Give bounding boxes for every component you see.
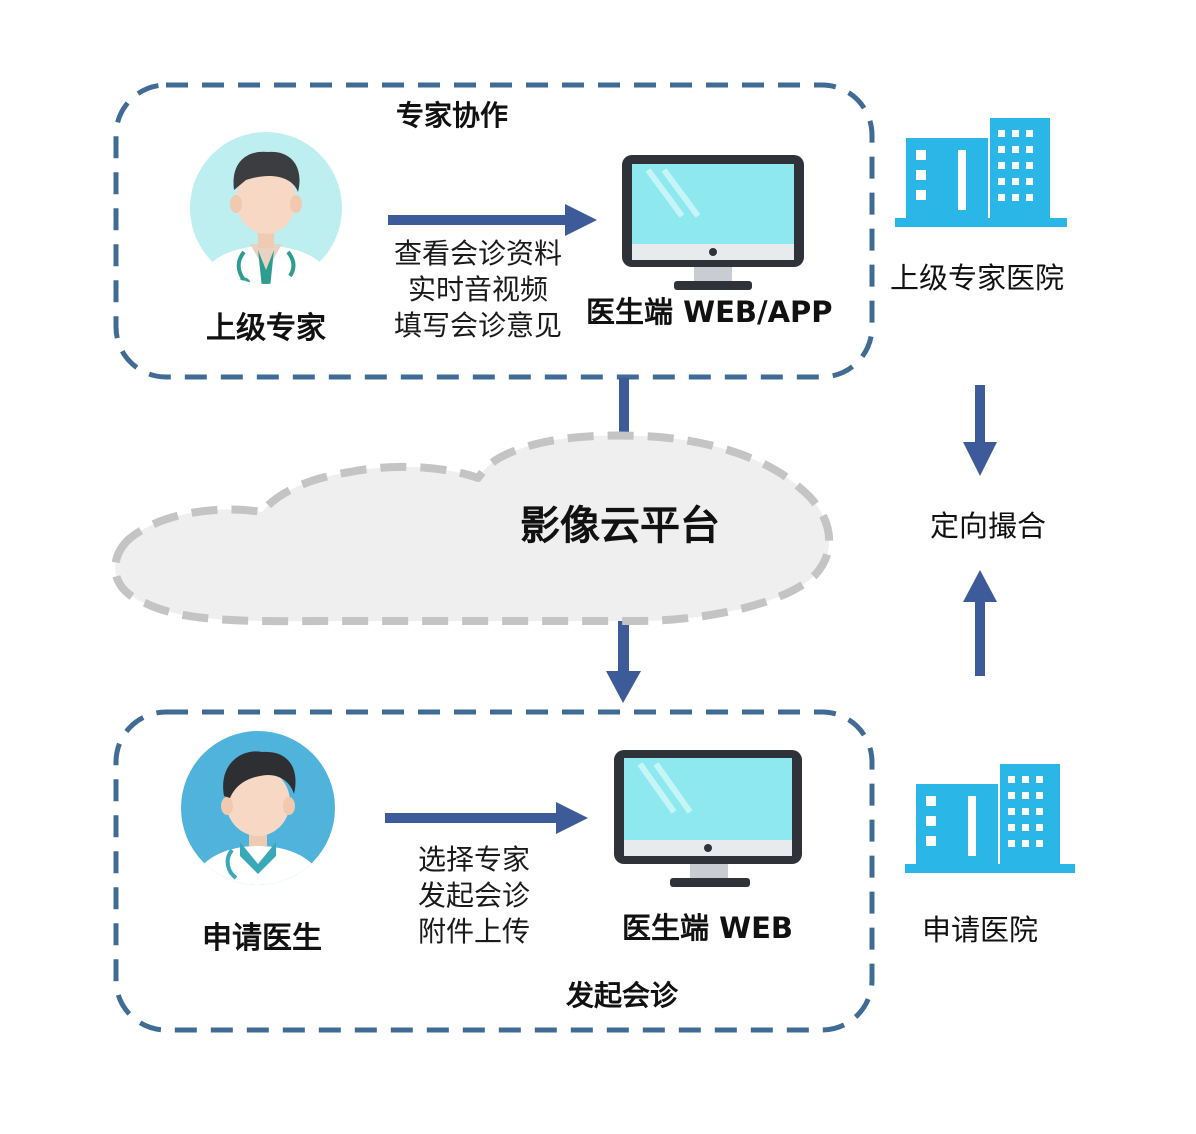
bottom-action-item: 选择专家	[417, 843, 530, 876]
arrow-up-to-matching	[963, 570, 997, 676]
senior-hospital-label: 上级专家医院	[890, 261, 1065, 295]
arrow-bottom-actions	[385, 802, 588, 834]
top-group-box	[113, 82, 875, 380]
top-terminal-monitor-icon	[622, 155, 804, 290]
bottom-action-item: 发起会诊	[417, 879, 530, 912]
matching-label: 定向撮合	[930, 509, 1047, 543]
arrow-down-to-matching	[963, 385, 997, 476]
top-action-item: 查看会诊资料	[393, 237, 562, 270]
applicant-doctor-avatar-icon	[181, 731, 335, 885]
applicant-doctor-label: 申请医生	[202, 921, 322, 956]
top-action-item: 实时音视频	[407, 273, 548, 306]
bottom-group-title: 发起会诊	[566, 979, 679, 1012]
platform-cloud	[111, 431, 834, 626]
bottom-group-box	[113, 709, 875, 1033]
senior-hospital-building-icon	[895, 118, 1067, 227]
applicant-hospital-building-icon	[905, 764, 1075, 873]
applicant-hospital-label: 申请医院	[922, 913, 1039, 947]
top-terminal-label: 医生端 WEB/APP	[586, 295, 833, 329]
bottom-terminal-label: 医生端 WEB	[622, 911, 793, 945]
bottom-terminal-monitor-icon	[614, 750, 802, 887]
arrow-cloud-to-bottom	[606, 615, 641, 703]
senior-expert-label: 上级专家	[206, 311, 326, 346]
top-actions-list: 查看会诊资料 实时音视频 填写会诊意见	[380, 236, 576, 344]
platform-label: 影像云平台	[520, 503, 720, 549]
bottom-actions-list: 选择专家 发起会诊 附件上传	[400, 842, 548, 950]
bottom-action-item: 附件上传	[417, 915, 530, 948]
top-group-title: 专家协作	[396, 99, 509, 132]
senior-expert-avatar-icon	[190, 132, 342, 284]
connector-top-to-cloud	[619, 378, 629, 448]
top-action-item: 填写会诊意见	[393, 309, 562, 342]
arrow-top-actions	[388, 204, 597, 236]
